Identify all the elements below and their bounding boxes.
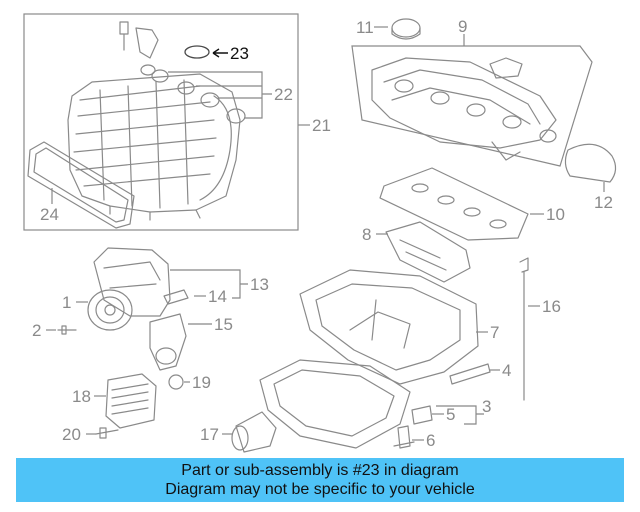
callout-22: 22 xyxy=(274,85,293,104)
callout-13: 13 xyxy=(250,275,269,294)
callout-1: 1 xyxy=(62,293,71,312)
bolt-20 xyxy=(95,427,119,439)
bolt-2 xyxy=(57,325,77,335)
leader-22 xyxy=(168,71,272,119)
seal-rings-22 xyxy=(140,64,246,124)
callout-20: 20 xyxy=(62,425,81,444)
intake-manifold xyxy=(67,73,241,221)
info-banner: Part or sub-assembly is #23 in diagram D… xyxy=(16,458,624,502)
cooler-18 xyxy=(105,373,157,429)
callout-9: 9 xyxy=(458,17,467,36)
callout-19: 19 xyxy=(192,373,211,392)
tube-4 xyxy=(449,363,491,385)
intake-group-box xyxy=(23,13,299,231)
callout-6: 6 xyxy=(426,431,435,450)
callout-10: 10 xyxy=(546,205,565,224)
oil-pan-upper-7 xyxy=(299,269,479,385)
callout-17: 17 xyxy=(200,425,219,444)
callout-11: 11 xyxy=(356,18,374,37)
sensor-5 xyxy=(411,405,433,425)
intake-gasket-24 xyxy=(27,141,135,229)
callout-3: 3 xyxy=(482,397,491,416)
gasket-10 xyxy=(379,167,529,241)
callout-15: 15 xyxy=(214,315,233,334)
callout-5: 5 xyxy=(446,405,455,424)
leader-3 xyxy=(436,405,484,425)
callout-2: 2 xyxy=(32,321,41,340)
callout-14: 14 xyxy=(208,287,227,306)
callout-12: 12 xyxy=(594,193,613,212)
valve-cover xyxy=(371,57,557,161)
filter-17 xyxy=(231,411,277,453)
callout-16: 16 xyxy=(542,297,561,316)
callout-7: 7 xyxy=(490,323,499,342)
callout-21: 21 xyxy=(312,116,331,135)
callout-24: 24 xyxy=(40,205,59,224)
dipstick-16 xyxy=(519,257,529,401)
leader-23 xyxy=(212,48,228,58)
oil-cap-11 xyxy=(391,18,421,38)
bracket-15 xyxy=(149,313,187,371)
callout-18: 18 xyxy=(72,387,91,406)
callout-23: 23 xyxy=(230,44,249,63)
ring-19 xyxy=(168,374,184,390)
baffle-8 xyxy=(385,221,471,283)
sensor-bolt xyxy=(119,21,159,59)
callout-4: 4 xyxy=(502,361,511,380)
pulley-1 xyxy=(87,289,133,331)
o-ring-23 xyxy=(184,45,210,59)
cover-12 xyxy=(564,143,617,183)
banner-line-1: Part or sub-assembly is #23 in diagram xyxy=(181,462,459,479)
part-14 xyxy=(163,289,189,305)
oil-pan-lower-3 xyxy=(259,359,411,449)
plug-6 xyxy=(393,425,415,449)
leader-13 xyxy=(170,269,248,299)
callout-8: 8 xyxy=(362,225,371,244)
valve-cover-box xyxy=(351,45,593,167)
banner-line-2: Diagram may not be specific to your vehi… xyxy=(165,481,475,498)
